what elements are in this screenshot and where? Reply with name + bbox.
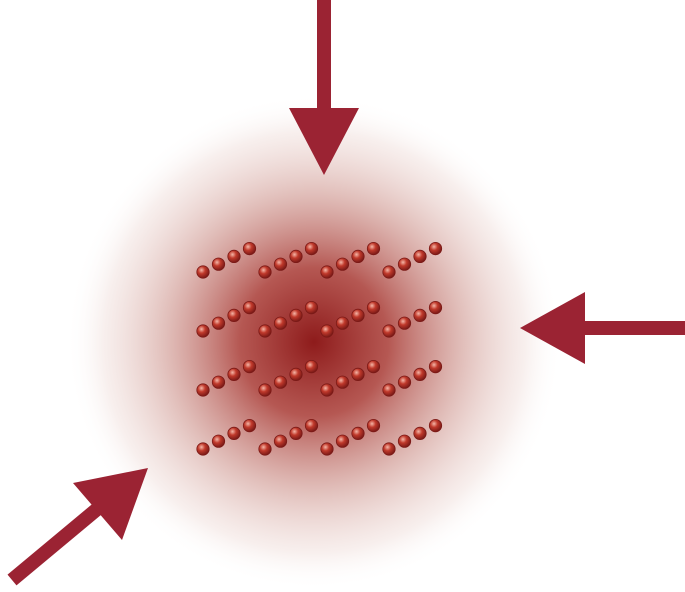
particle: [197, 384, 209, 396]
particle: [197, 325, 209, 337]
particle: [228, 309, 240, 321]
particle: [429, 301, 441, 313]
particle: [274, 376, 286, 388]
particle: [321, 325, 333, 337]
particle: [243, 360, 255, 372]
particle: [367, 419, 379, 431]
particle: [429, 242, 441, 254]
particle: [398, 435, 410, 447]
particle: [212, 258, 224, 270]
particle: [259, 266, 271, 278]
particle: [383, 384, 395, 396]
particle: [305, 419, 317, 431]
arrow-bottom-left-shaft: [12, 505, 102, 580]
particle: [414, 309, 426, 321]
particle: [197, 266, 209, 278]
particle: [336, 317, 348, 329]
particle: [367, 301, 379, 313]
particle: [352, 250, 364, 262]
particle: [398, 258, 410, 270]
particle: [398, 376, 410, 388]
particle: [243, 242, 255, 254]
particle: [367, 360, 379, 372]
particle: [336, 435, 348, 447]
particle: [352, 368, 364, 380]
particle: [197, 443, 209, 455]
particle: [243, 419, 255, 431]
particle: [212, 376, 224, 388]
particle: [383, 325, 395, 337]
particle: [429, 419, 441, 431]
particle: [212, 317, 224, 329]
particle: [305, 242, 317, 254]
particle: [290, 427, 302, 439]
particle: [367, 242, 379, 254]
particle: [243, 301, 255, 313]
particle: [414, 427, 426, 439]
particle: [305, 301, 317, 313]
particle: [398, 317, 410, 329]
particle: [321, 443, 333, 455]
particle: [352, 427, 364, 439]
particle: [259, 325, 271, 337]
particle: [228, 368, 240, 380]
particle: [274, 435, 286, 447]
particle: [228, 250, 240, 262]
particle: [383, 266, 395, 278]
particle: [290, 368, 302, 380]
particle: [212, 435, 224, 447]
particle: [274, 317, 286, 329]
arrow-right-shaft: [582, 321, 685, 335]
particle: [274, 258, 286, 270]
heat-glow: [66, 94, 562, 590]
particle: [429, 360, 441, 372]
particle: [336, 376, 348, 388]
particle: [414, 250, 426, 262]
particle: [228, 427, 240, 439]
particle: [352, 309, 364, 321]
particle: [259, 384, 271, 396]
arrow-top-shaft: [317, 0, 331, 112]
particle: [336, 258, 348, 270]
particle: [321, 266, 333, 278]
particle: [259, 443, 271, 455]
particle: [321, 384, 333, 396]
arrow-bottom-left: [12, 468, 148, 580]
particle: [290, 309, 302, 321]
particle: [305, 360, 317, 372]
particle: [383, 443, 395, 455]
particle: [290, 250, 302, 262]
particle: [414, 368, 426, 380]
